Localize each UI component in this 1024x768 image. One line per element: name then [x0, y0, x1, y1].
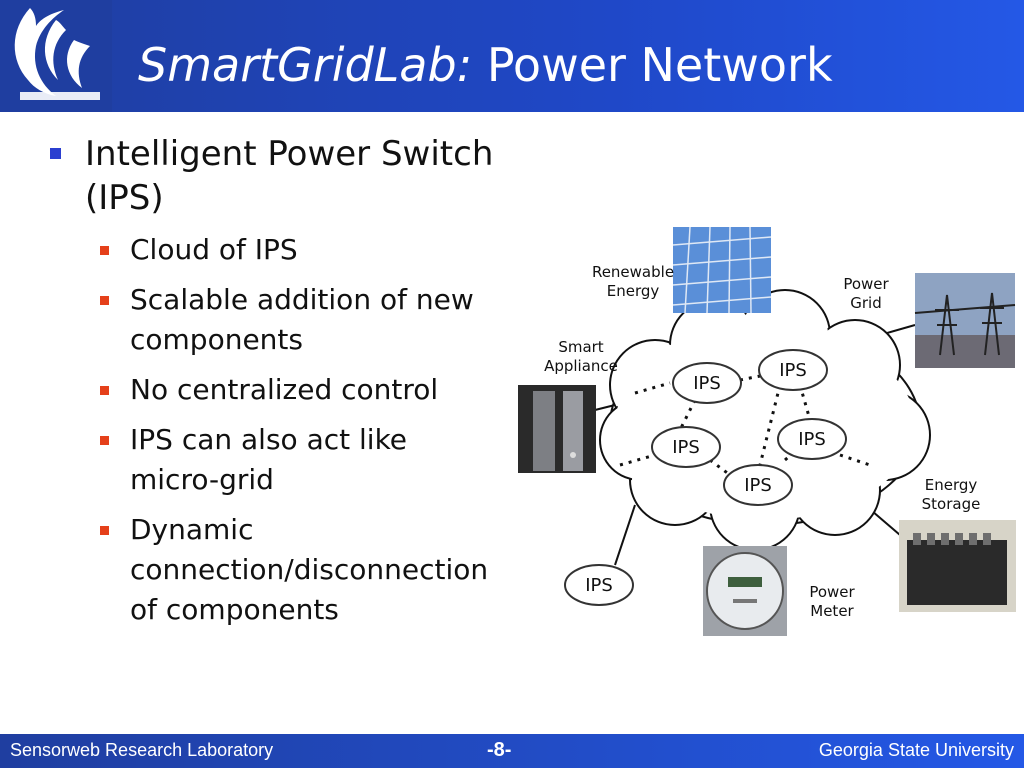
sub-bullet-dynamic-line2: connection/disconnection	[130, 553, 489, 586]
sub-bullet-no-central: No centralized control	[130, 373, 439, 406]
sub-bullet-icon	[100, 296, 109, 305]
main-bullet-line2: (IPS)	[85, 178, 164, 218]
energy-storage-label-line2: Storage	[922, 495, 981, 513]
solar-panel-icon	[672, 226, 772, 314]
renewable-energy-label-line1: Renewable	[592, 263, 674, 281]
smart-appliance-label-line1: Smart	[558, 338, 603, 356]
sub-bullet-dynamic-line1: Dynamic	[130, 513, 254, 546]
ips-cloud-shape	[599, 289, 931, 551]
main-bullet-line1: Intelligent Power Switch	[85, 134, 494, 174]
sub-bullet-icon	[100, 386, 109, 395]
footer-page-number: -8-	[487, 739, 512, 761]
footer-university: Georgia State University	[818, 740, 1014, 760]
sub-bullet-microgrid-line1: IPS can also act like	[130, 423, 408, 456]
external-ips-link	[614, 504, 636, 566]
ips-node: IPS	[758, 349, 828, 391]
slide-footer: Sensorweb Research Laboratory -8- Georgi…	[0, 734, 1024, 768]
sub-bullet-dynamic-line3: of components	[130, 593, 339, 626]
sub-bullet-icon	[100, 526, 109, 535]
svg-text:IPS: IPS	[744, 475, 772, 496]
sub-bullet-microgrid-line2: micro-grid	[130, 463, 274, 496]
power-grid-tower-icon	[914, 273, 1016, 368]
energy-storage-label-line1: Energy	[925, 476, 978, 494]
power-meter-label-line2: Meter	[810, 602, 854, 620]
sub-bullet-cloud: Cloud of IPS	[130, 233, 298, 266]
svg-text:IPS: IPS	[693, 373, 721, 394]
main-bullet: Intelligent Power Switch (IPS)	[85, 132, 510, 220]
ips-node: IPS	[672, 362, 742, 404]
slide-title: SmartGridLab: Power Network	[138, 38, 833, 92]
footer-lab-name: Sensorweb Research Laboratory	[10, 740, 274, 760]
smart-appliance-label-line2: Appliance	[544, 357, 618, 375]
bullet-square-icon	[50, 148, 61, 159]
energy-storage-battery-icon	[899, 520, 1016, 612]
ips-node-external: IPS	[564, 564, 634, 606]
slide-header: SmartGridLab: Power Network	[0, 0, 1024, 112]
power-grid-label-line2: Grid	[850, 294, 881, 312]
slide-title-italic: SmartGridLab:	[138, 38, 473, 92]
svg-text:IPS: IPS	[779, 360, 807, 381]
slide-title-rest: Power Network	[472, 38, 833, 92]
sub-bullet-icon	[100, 436, 109, 445]
gsu-flame-logo-icon	[0, 0, 112, 112]
sub-bullet-icon	[100, 246, 109, 255]
ips-node: IPS	[651, 426, 721, 468]
renewable-energy-label-line2: Energy	[607, 282, 660, 300]
bullet-content: Intelligent Power Switch (IPS) Cloud of …	[0, 112, 510, 712]
ips-node: IPS	[723, 464, 793, 506]
ips-node: IPS	[777, 418, 847, 460]
power-meter-label-line1: Power	[809, 583, 855, 601]
sub-bullet-scalable-line2: components	[130, 323, 303, 356]
power-network-diagram: IPS IPS IPS IPS IPS IPS	[518, 226, 1016, 636]
power-meter-icon	[703, 546, 787, 636]
power-grid-label-line1: Power	[843, 275, 889, 293]
svg-text:IPS: IPS	[798, 429, 826, 450]
svg-text:IPS: IPS	[585, 575, 613, 596]
smart-appliance-icon	[518, 385, 596, 473]
sub-bullet-scalable-line1: Scalable addition of new	[130, 283, 474, 316]
svg-text:IPS: IPS	[672, 437, 700, 458]
